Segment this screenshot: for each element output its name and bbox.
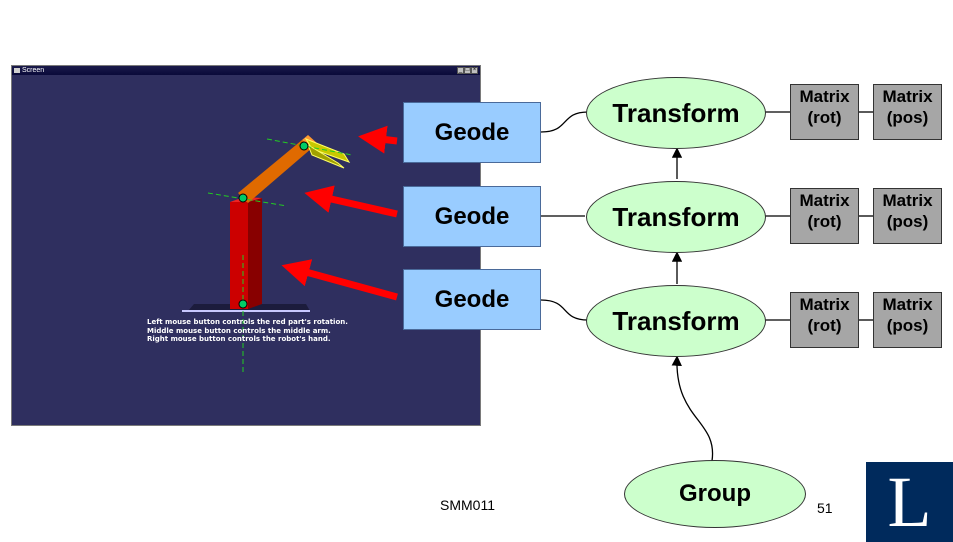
matrix-type: (pos) — [886, 316, 929, 335]
robot-arm-scene[interactable] — [12, 75, 480, 425]
robot-viewer-window: Screen _ □ × Left mouse button controls … — [11, 65, 481, 426]
robot-column-side — [248, 198, 262, 309]
matrix-type: (rot) — [807, 108, 842, 127]
group-arrow — [671, 355, 714, 462]
mouse-instructions: Left mouse button controls the red part'… — [147, 318, 348, 344]
hand-joint[interactable] — [299, 141, 309, 151]
matrix-label: Matrix — [882, 191, 933, 210]
matrix-pos-box: Matrix (pos) — [873, 292, 942, 348]
matrix-type: (rot) — [807, 212, 842, 231]
base-joint[interactable] — [238, 299, 248, 309]
instruction-line: Middle mouse button controls the middle … — [147, 326, 331, 335]
matrix-pos-box: Matrix (pos) — [873, 84, 942, 140]
red-arrow-column — [281, 259, 398, 301]
matrix-rot-box: Matrix (rot) — [790, 84, 859, 140]
matrix-rot-box: Matrix (rot) — [790, 292, 859, 348]
transform-node-column: Transform — [586, 285, 766, 357]
robot-middle-arm — [238, 140, 312, 203]
matrix-label: Matrix — [799, 295, 850, 314]
matrix-rot-box: Matrix (rot) — [790, 188, 859, 244]
page-number: 51 — [817, 500, 833, 516]
arm-axis-line — [207, 192, 288, 207]
geode-box-arm: Geode — [403, 186, 541, 247]
matrix-pos-box: Matrix (pos) — [873, 188, 942, 244]
matrix-type: (pos) — [886, 212, 929, 231]
geode-transform-link-3 — [540, 299, 589, 321]
matrix-label: Matrix — [882, 295, 933, 314]
red-arrow-hand — [358, 125, 398, 154]
matrix-label: Matrix — [882, 87, 933, 106]
group-node: Group — [624, 460, 806, 528]
transform-node-arm: Transform — [586, 181, 766, 253]
instruction-line: Right mouse button controls the robot's … — [147, 335, 331, 343]
matrix-type: (pos) — [886, 108, 929, 127]
geode-transform-link-1 — [540, 111, 589, 133]
instruction-line: Left mouse button controls the red part'… — [147, 318, 348, 326]
red-arrow-arm — [304, 185, 398, 218]
window-titlebar[interactable]: Screen _ □ × — [12, 66, 480, 75]
matrix-label: Matrix — [799, 191, 850, 210]
transform-node-hand: Transform — [586, 77, 766, 149]
course-code: SMM011 — [440, 497, 495, 513]
hand-axis-line — [266, 138, 353, 156]
robot-hand-lower — [306, 143, 345, 169]
close-icon[interactable]: × — [471, 67, 478, 74]
university-logo: L — [866, 462, 953, 542]
minimize-icon[interactable]: _ — [457, 67, 464, 74]
maximize-icon[interactable]: □ — [464, 67, 471, 74]
arm-joint[interactable] — [238, 193, 248, 203]
matrix-type: (rot) — [807, 316, 842, 335]
matrix-label: Matrix — [799, 87, 850, 106]
app-icon — [14, 68, 20, 73]
window-title: Screen — [22, 67, 45, 74]
geode-box-column: Geode — [403, 269, 541, 330]
geode-box-hand: Geode — [403, 102, 541, 163]
